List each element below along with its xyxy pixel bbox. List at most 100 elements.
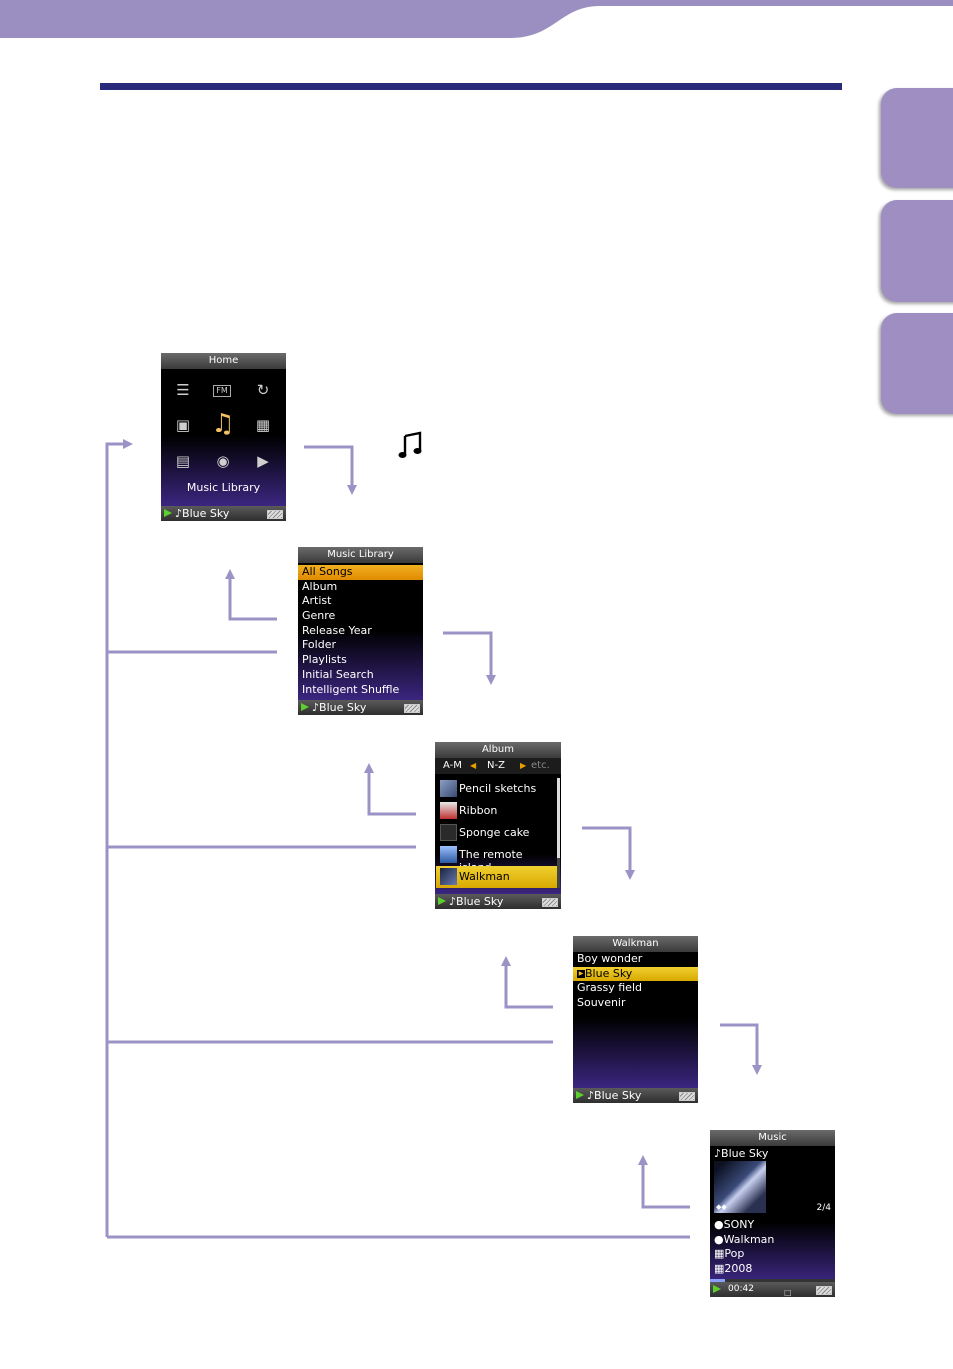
tab-etc[interactable]: etc. [531,760,550,771]
note-icon: ♪ [714,1147,722,1160]
screen-glow [710,1222,835,1282]
menu-item-genre[interactable]: Genre [302,609,336,623]
album-row[interactable]: Sponge cake [436,822,557,844]
track-title: Blue Sky [585,966,633,980]
photo-icon[interactable]: ▣ [175,416,191,434]
artist-name: SONY [723,1218,755,1231]
screen-title: Home [161,353,286,369]
play-icon [301,703,309,711]
status-bar: 00:42 □ [710,1282,835,1297]
battery-icon [404,704,420,713]
menu-item-artist[interactable]: Artist [302,594,332,608]
album-name: Walkman [723,1232,775,1246]
screen-title: Music [710,1130,835,1146]
battery-icon [816,1286,832,1295]
album-row[interactable]: Ribbon [436,800,557,822]
tab-a-m[interactable]: A-M [443,760,462,771]
album-row-selected[interactable]: Walkman [436,866,557,888]
now-playing-icon[interactable]: ▶ [257,452,269,470]
album-title: Ribbon [459,804,498,817]
right-arrow-icon[interactable]: ▶ [520,761,527,770]
play-icon [713,1285,721,1293]
battery-icon [267,510,283,519]
now-playing-bar: ♪Blue Sky [435,894,561,909]
menu-item-all-songs[interactable]: All Songs [298,565,423,580]
progress-fill [710,1279,725,1282]
album-row: ●Walkman [714,1233,774,1248]
play-icon [576,1091,584,1099]
release-year: 2008 [724,1261,753,1275]
album-art [440,802,457,819]
track-info: ●SONY ●Walkman ▦Pop ▦2008 [714,1218,774,1276]
now-playing-title: Blue Sky [182,507,230,520]
album-art [440,846,457,863]
home-caption: Music Library [186,481,261,494]
screen-glow [298,630,423,700]
track-item[interactable]: Boy wonder [577,952,643,965]
menu-item-album[interactable]: Album [302,579,338,593]
library-menu: All Songs Album Artist Genre Release Yea… [298,565,423,697]
fm-radio-icon[interactable]: FM [213,385,231,397]
home-screen: Home ☰ FM ↻ ▣ ♫ ▦ ▤ ◉ ▶ Music Library ♪B… [161,353,286,521]
album-art [440,824,457,841]
track-item-playing[interactable]: ▶Blue Sky [573,966,698,982]
walkman-logo-icon: ◆◆ [716,1203,727,1211]
shuffle-icon[interactable]: ↻ [256,381,270,399]
genre-icon: ▦ [714,1247,725,1261]
track-title: Blue Sky [721,1147,769,1160]
album-art [440,868,457,885]
track-item[interactable]: Grassy field [577,981,642,995]
left-arrow-icon[interactable]: ◀ [470,761,477,770]
album-row[interactable]: Pencil sketchs [436,778,557,800]
index-tabs: A-M ◀ N-Z ▶ etc. [435,758,561,774]
video-icon[interactable]: ▦ [255,416,271,434]
battery-icon [542,898,558,907]
screen-title: Walkman [573,936,698,952]
album-art: ◆◆ [714,1161,766,1213]
playing-icon: ▶ [577,969,585,978]
side-tab-menu[interactable] [881,200,953,302]
playlist-icon[interactable]: ☰ [176,381,190,399]
podcast-icon[interactable]: ◉ [216,452,230,470]
return-line [105,439,133,1237]
artist-row: ●SONY [714,1218,774,1233]
genre-name: Pop [724,1247,745,1261]
settings-icon[interactable]: ▤ [175,452,191,470]
screen-title: Album [435,742,561,758]
album-title: Pencil sketchs [459,782,537,795]
now-playing-bar: ♪Blue Sky [161,506,286,521]
track-title-row: ♪Blue Sky [714,1147,768,1160]
screen-glow [573,1018,698,1088]
play-icon [164,509,172,517]
scrollbar-thumb[interactable] [557,778,560,858]
menu-item-release-year[interactable]: Release Year [302,623,372,637]
genre-row: ▦Pop [714,1247,774,1262]
walkman-screen: Walkman Boy wonder ▶Blue Sky Grassy fiel… [573,936,698,1103]
music-library-icon[interactable]: ♫ [211,409,235,439]
side-tab-contents[interactable] [881,88,953,188]
menu-item-playlists[interactable]: Playlists [302,653,347,667]
tab-n-z[interactable]: N-Z [487,760,505,771]
progress-bar[interactable] [710,1279,835,1282]
note-icon: ♪ [449,895,457,908]
menu-item-initial-search[interactable]: Initial Search [302,667,374,681]
album-screen: Album A-M ◀ N-Z ▶ etc. Pencil sketchs Ri… [435,742,561,909]
menu-item-folder[interactable]: Folder [302,638,336,652]
music-library-screen: Music Library All Songs Album Artist Gen… [298,547,423,715]
now-playing-title: Blue Sky [594,1089,642,1102]
screen-glow [161,436,286,506]
now-playing-bar: ♪Blue Sky [573,1088,698,1103]
side-tab-index[interactable] [881,313,953,414]
album-icon: ● [714,1232,724,1246]
now-playing-bar: ♪Blue Sky [298,700,423,715]
note-icon: ♪ [175,507,183,520]
album-row[interactable]: The remote island [436,844,557,874]
album-title: Sponge cake [459,826,530,839]
album-art [440,780,457,797]
now-playing-title: Blue Sky [456,895,504,908]
artist-icon: ● [714,1218,724,1231]
track-list: Boy wonder ▶Blue Sky Grassy field Souven… [573,952,698,1011]
menu-item-intelligent-shuffle[interactable]: Intelligent Shuffle [302,682,400,696]
scrollbar[interactable] [557,778,560,888]
track-item[interactable]: Souvenir [577,996,626,1010]
